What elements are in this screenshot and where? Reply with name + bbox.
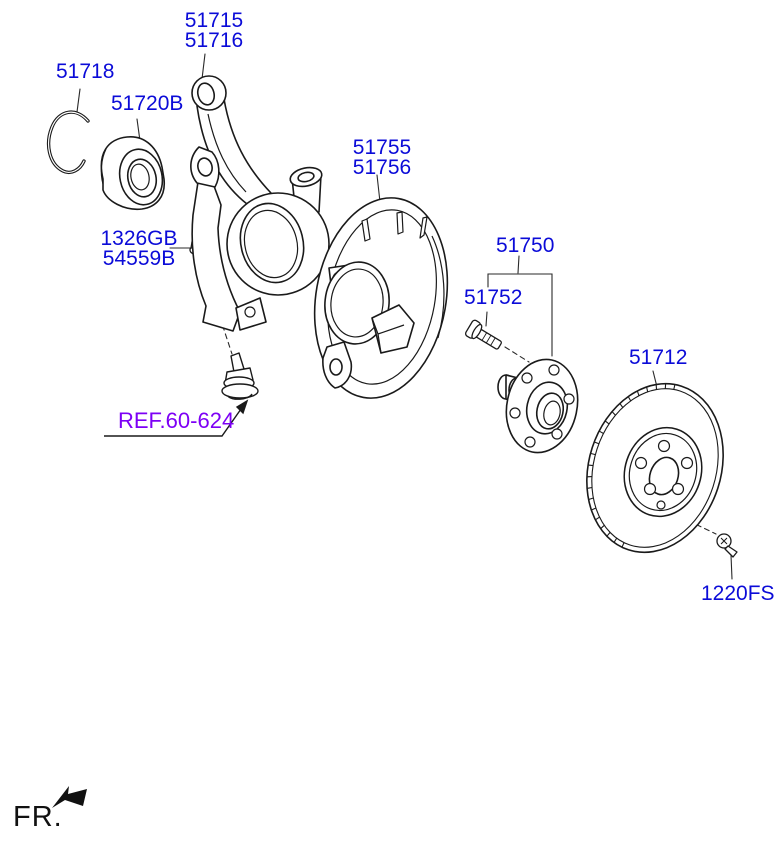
bracket-hub-assembly: [487, 273, 553, 357]
wheel-bearing-drawing: [100, 136, 166, 211]
part-drawings: [47, 75, 738, 558]
part-label-hub-bolt[interactable]: 51752: [464, 286, 523, 309]
leader-hub-bolt-label: [485, 311, 488, 327]
hub-bolt-drawing: [464, 319, 502, 350]
ref-arrow: [104, 399, 249, 437]
reference-link[interactable]: REF.60-624: [118, 408, 235, 433]
brake-disc-drawing: [586, 382, 724, 554]
part-number-51756[interactable]: 51756: [352, 156, 412, 179]
part-number-51715[interactable]: 51715: [184, 9, 244, 32]
part-number-51716[interactable]: 51716: [184, 29, 244, 52]
part-label-dust-cover[interactable]: 51755 51756: [350, 136, 414, 179]
part-number-1326GB[interactable]: 1326GB: [100, 227, 178, 250]
part-label-brake-disc[interactable]: 51712: [629, 346, 688, 369]
dashed-bolt-to-hub: [504, 346, 530, 363]
part-label-snap-ring[interactable]: 51718: [56, 60, 115, 83]
part-label-knuckle-nut[interactable]: 1326GB 54559B: [100, 227, 178, 270]
leader-disc-screw-label: [730, 554, 733, 580]
part-number-54559B[interactable]: 54559B: [102, 247, 176, 270]
leader-hub-label: [517, 255, 520, 274]
disc-screw-drawing: [716, 533, 738, 558]
leader-snap-ring-label: [76, 88, 81, 113]
ref-underline: [104, 408, 242, 437]
part-label-hub-assembly[interactable]: 51750: [496, 234, 555, 257]
leader-dust-cover-label: [376, 174, 381, 203]
leader-knuckle-label: [201, 53, 206, 80]
snap-ring-drawing: [47, 110, 90, 175]
dashed-nut-to-ball-joint: [199, 256, 233, 355]
front-direction-label: FR.: [13, 801, 63, 833]
ball-joint-drawing: [221, 352, 259, 400]
part-label-disc-screw[interactable]: 1220FS: [701, 582, 775, 605]
part-label-knuckle[interactable]: 51715 51716: [176, 9, 252, 52]
ref-arrowhead: [235, 399, 249, 415]
dust-cover-drawing: [313, 197, 449, 399]
steering-knuckle-drawing: [190, 75, 330, 332]
part-label-wheel-bearing[interactable]: 51720B: [111, 92, 184, 115]
disc-vane-ticks: [587, 384, 676, 548]
hub-assembly-drawing: [497, 358, 579, 454]
part-number-51755[interactable]: 51755: [352, 136, 412, 159]
fr-direction-arrow-icon: [52, 786, 87, 808]
